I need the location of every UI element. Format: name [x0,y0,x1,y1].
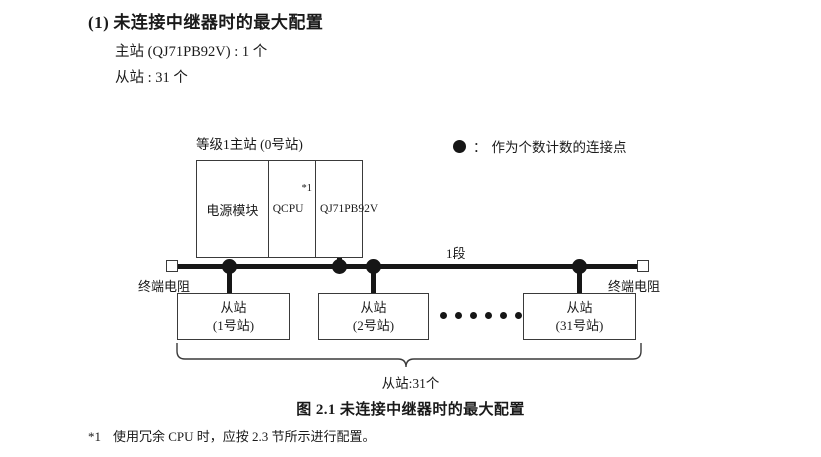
ellipsis-dot [515,312,522,319]
slave-station-box-1: 从站 (1号站) [177,293,290,340]
trunk-bus-line [176,264,640,269]
brace-icon [176,343,642,368]
slave-1-title: 从站 [220,299,247,315]
slave-count-brace [176,342,642,373]
section-title: 未连接中继器时的最大配置 [113,13,324,32]
slave-31-station: (31号站) [555,317,604,333]
slave-1-station: (1号站) [212,317,255,333]
filled-circle-icon [453,139,466,153]
slave-31-title: 从站 [566,299,593,315]
terminal-resistor-left-label: 终端电阻 [138,279,191,294]
slave-2-title: 从站 [360,299,387,315]
ellipsis-dot [440,312,447,319]
rack-cell-network-module: QJ71 PB92V [316,161,378,257]
slave-station-box-31: 从站 (31号站) [523,293,636,340]
section-heading: (1)未连接中继器时的最大配置 [88,8,323,33]
section-number: (1) [88,13,110,32]
segment-label: 1段 [446,246,466,261]
footnote-marker: *1 [88,429,101,444]
terminal-resistor-right-icon [637,260,649,272]
ellipsis-dot [500,312,507,319]
slave-1-drop-line [227,266,232,294]
figure-caption: 图 2.1 未连接中继器时的最大配置 [296,402,525,418]
ellipsis-dot [470,312,477,319]
master-rack-label: 等级1主站 (0号站) [196,137,303,152]
spec-master-count: 主站 (QJ71PB92V) : 1 个 [115,44,268,60]
ellipsis-dot [485,312,492,319]
network-module-label-line1: QJ71 [320,202,345,215]
slave-total-label: 从站:31个 [381,376,440,391]
legend-label: 作为个数计数的连接点 [491,140,627,155]
power-module-label: 电源模块 [206,202,259,218]
footnote-text: 使用冗余 CPU 时，应按 2.3 节所示进行配置。 [113,429,376,444]
slave-station-box-2: 从站 (2号站) [318,293,429,340]
master-rack: 电源模块 QCPU *1 QJ71 PB92V [196,160,378,258]
rack-cell-power-module: 电源模块 [197,161,269,257]
terminal-resistor-right-label: 终端电阻 [608,279,661,294]
network-module-label-line2: PB92V [344,202,379,215]
slave-2-station: (2号站) [352,317,395,333]
slave-31-drop-line [577,266,582,294]
spec-slave-count: 从站 : 31 个 [115,70,188,86]
legend: ： 作为个数计数的连接点 [453,136,627,156]
rack-cell-cpu: QCPU *1 [269,161,316,257]
cpu-label: QCPU [272,203,304,215]
ellipsis-dots-icon [440,312,522,319]
ellipsis-dot [455,312,462,319]
slave-2-drop-line [371,266,376,294]
cpu-footnote-marker: *1 [301,183,313,194]
terminal-resistor-left-icon [166,260,178,272]
legend-colon: ： [473,140,487,155]
footnote: *1 使用冗余 CPU 时，应按 2.3 节所示进行配置。 [88,426,376,445]
connection-node-master [332,259,347,274]
